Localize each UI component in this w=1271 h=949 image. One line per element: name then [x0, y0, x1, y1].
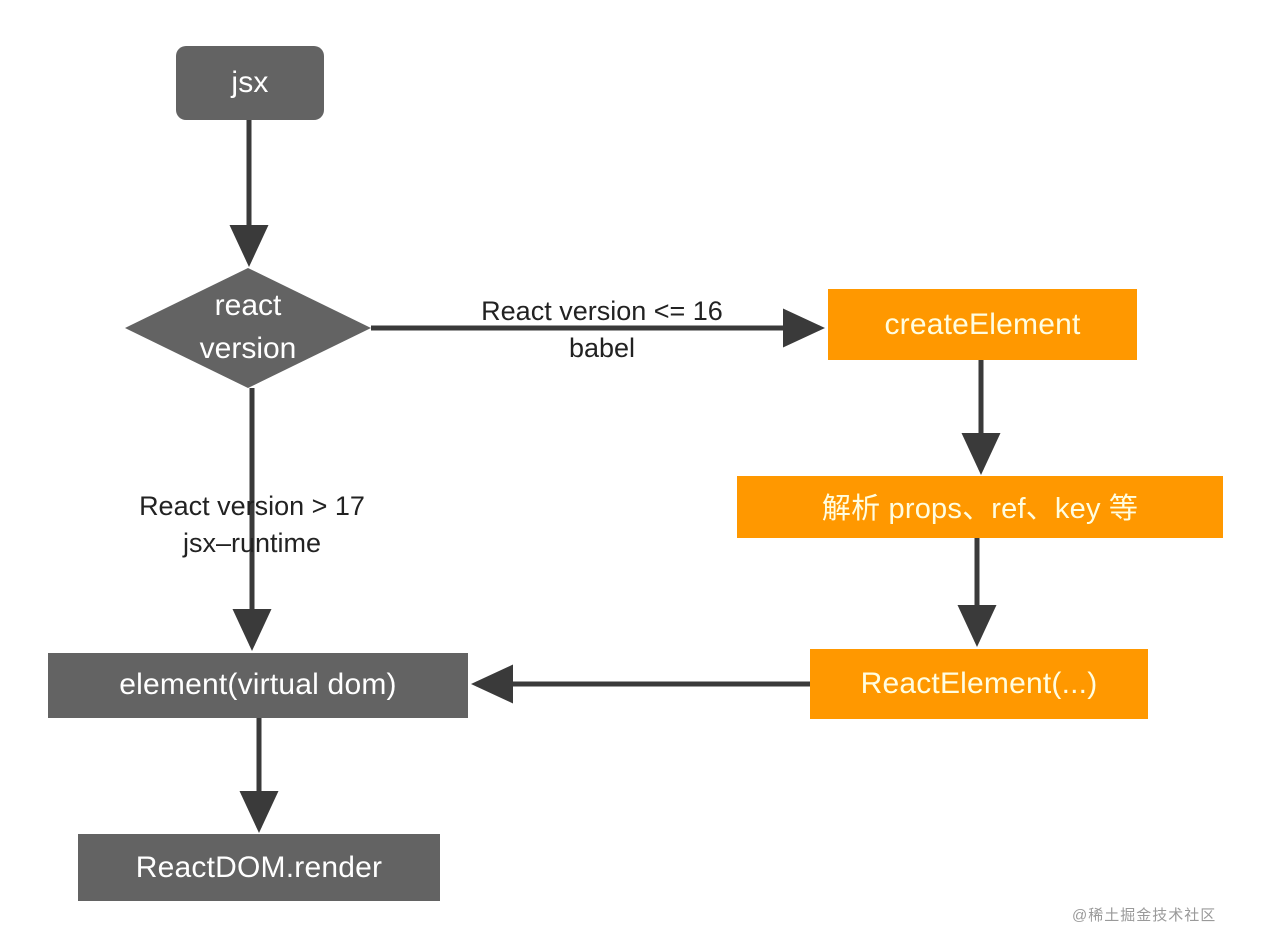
edge-label-line2: jsx–runtime: [182, 528, 322, 559]
node-jsx[interactable]: [176, 46, 324, 120]
edge-label-react-version-lte-16: React version <= 16 babel: [452, 293, 752, 368]
watermark: @稀土掘金技术社区: [1072, 907, 1217, 924]
node-element-virtual-dom[interactable]: [48, 653, 468, 718]
edge-label-line1: React version > 17: [139, 491, 365, 521]
node-reactdom-render[interactable]: [78, 834, 440, 901]
edge-label-line2: babel: [568, 333, 636, 364]
node-create-element[interactable]: [828, 289, 1137, 360]
edge-label-line1: React version <= 16: [481, 296, 723, 326]
node-react-version[interactable]: [125, 268, 371, 388]
node-react-element[interactable]: [810, 649, 1148, 719]
node-parse-props[interactable]: [737, 476, 1223, 538]
edge-label-react-version-gt-17: React version > 17 jsx–runtime: [112, 488, 392, 563]
